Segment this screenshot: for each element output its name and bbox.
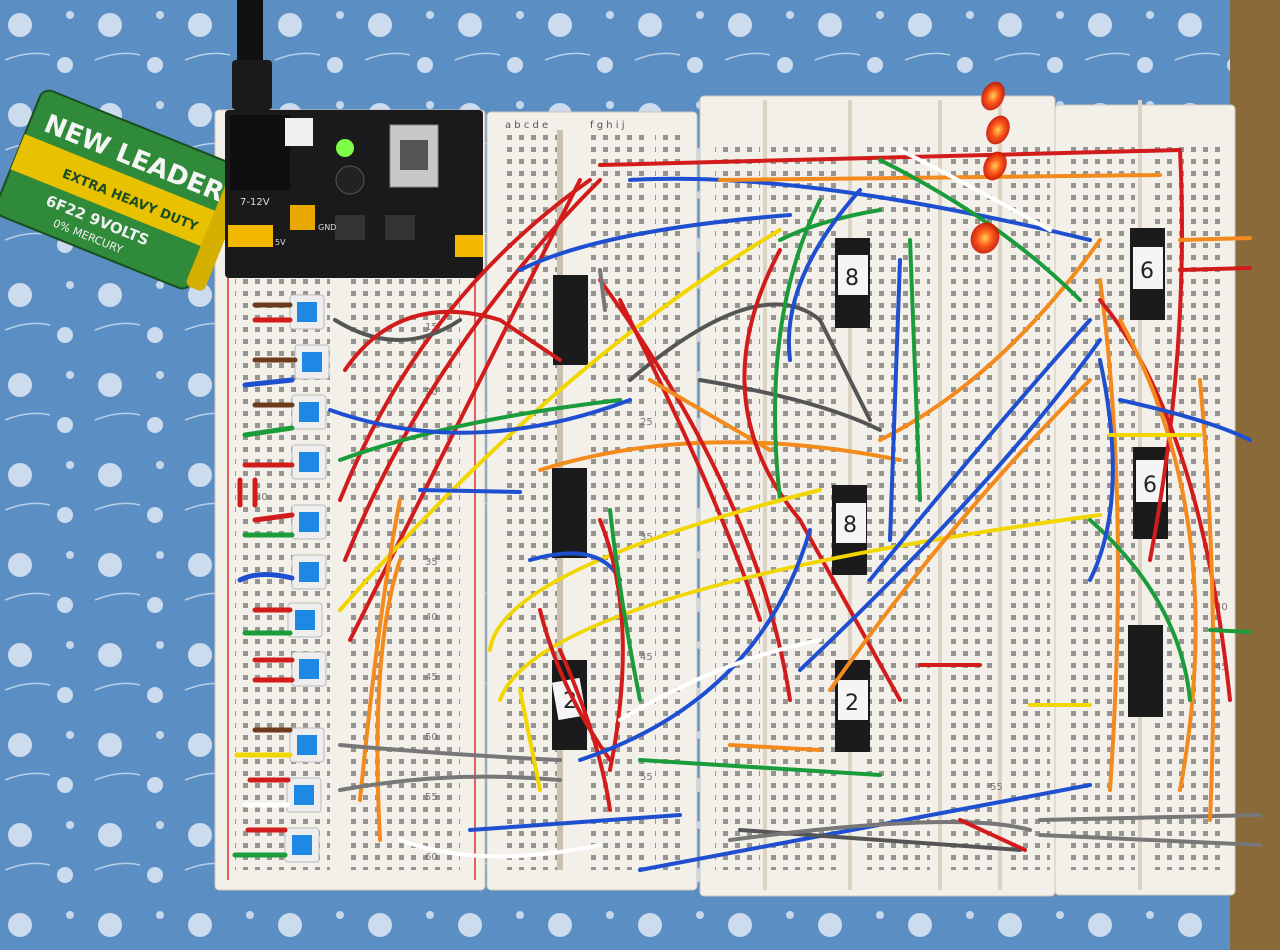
col-letters-top: a b c d e [505, 120, 548, 131]
push-buttons [284, 294, 330, 863]
row-label: 40 [1215, 602, 1228, 613]
row-label: 25 [640, 417, 653, 428]
push-button[interactable] [291, 651, 327, 687]
row-label: 40 [425, 612, 438, 623]
row-label: 60 [425, 852, 438, 863]
ic-label: 8 [845, 266, 859, 291]
ic-chip [553, 275, 588, 365]
wooden-surface [1230, 0, 1280, 950]
row-label: 45 [425, 672, 438, 683]
ic-label: 8 [843, 513, 857, 538]
push-button[interactable] [284, 827, 320, 863]
col-letters-top-right: f g h i j [590, 120, 624, 131]
row-label: 55 [640, 772, 653, 783]
label-5v: 5V [275, 238, 286, 247]
row-label: 15 [425, 322, 438, 333]
red-led [970, 222, 1000, 254]
ic-chip [552, 468, 587, 558]
row-label: 30 [255, 492, 268, 503]
label-gnd: GND [318, 223, 336, 232]
push-button[interactable] [291, 504, 327, 540]
power-led-icon [336, 139, 354, 157]
left-jumper-stubs [232, 302, 298, 858]
red-led [981, 81, 1005, 111]
power-supply-module: 7-12V 5V GND [225, 110, 483, 278]
red-led [983, 151, 1007, 181]
ic-labels: 2 8 6 6 8 2 [551, 247, 1166, 721]
dc-barrel-plug [232, 60, 272, 110]
push-button[interactable] [294, 344, 330, 380]
voltage-label: 7-12V [240, 197, 270, 208]
row-label: 55 [425, 792, 438, 803]
row-label: 45 [640, 652, 653, 663]
jumper-wires [328, 148, 1262, 872]
push-button[interactable] [286, 777, 322, 813]
ic-label: 2 [563, 689, 577, 714]
row-label: 50 [425, 732, 438, 743]
push-button[interactable] [287, 602, 323, 638]
leds [970, 81, 1010, 254]
push-button[interactable] [289, 294, 325, 330]
push-button[interactable] [289, 727, 325, 763]
push-button[interactable] [291, 394, 327, 430]
ic-chip [1128, 625, 1163, 717]
push-button[interactable] [291, 444, 327, 480]
row-label: 35 [640, 532, 653, 543]
ic-label: 6 [1140, 259, 1154, 284]
red-led [986, 115, 1010, 145]
ic-label: 6 [1143, 473, 1157, 498]
ic-label: 2 [845, 691, 859, 716]
row-label: 45 [1215, 662, 1228, 673]
row-label: 35 [425, 557, 438, 568]
push-button[interactable] [291, 554, 327, 590]
row-label: 55 [990, 782, 1003, 793]
